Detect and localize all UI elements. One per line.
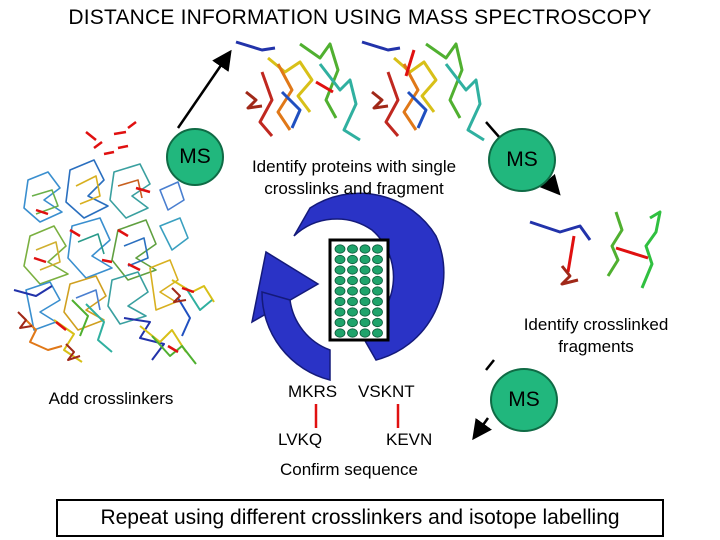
- plate-well: [372, 296, 383, 307]
- label-identify-single: Identify proteins with single crosslinks…: [251, 157, 457, 198]
- plate-well: [372, 317, 383, 328]
- sequence-vsknt: VSKNT: [358, 382, 415, 401]
- plate-well: [359, 275, 371, 286]
- sequence-lvkq: LVKQ: [278, 430, 323, 449]
- protein-top-left: [235, 40, 361, 142]
- plate-well: [347, 265, 358, 275]
- ms-circle-bottom: MS: [490, 368, 558, 432]
- ms-circle-left: MS: [166, 128, 224, 186]
- repeat-box: Repeat using different crosslinkers and …: [56, 499, 664, 537]
- plate-well: [359, 244, 371, 254]
- plate-well: [359, 254, 371, 265]
- crosslinker-dashes: [85, 121, 137, 156]
- plate-well: [372, 286, 383, 296]
- plate-well: [334, 244, 346, 254]
- plate-well: [372, 275, 383, 286]
- plate-well: [359, 317, 371, 328]
- plate-well: [334, 275, 346, 286]
- plate-well: [347, 296, 358, 307]
- plate-well: [347, 275, 358, 286]
- plate-well: [347, 328, 358, 338]
- sequence-kevn: KEVN: [386, 430, 433, 449]
- ms-label: MS: [506, 148, 538, 171]
- plate-well: [359, 265, 371, 275]
- plate-well: [359, 307, 371, 317]
- plate-well: [334, 307, 346, 317]
- sequence-mkrs: MKRS: [288, 382, 338, 401]
- plate-well: [334, 317, 346, 328]
- cycle-arrow: [250, 192, 445, 381]
- plate-well: [372, 244, 383, 254]
- plate-well: [372, 265, 383, 275]
- plate-well: [334, 328, 346, 338]
- plate-well: [347, 307, 358, 317]
- plate-well: [372, 254, 383, 265]
- ms-label: MS: [508, 388, 540, 411]
- label-confirm-sequence: Confirm sequence: [280, 460, 418, 479]
- plate-well: [359, 296, 371, 307]
- plate-well: [372, 328, 383, 338]
- ms-circle-right: MS: [488, 128, 556, 192]
- label-add-crosslinkers: Add crosslinkers: [48, 389, 174, 408]
- plate-well: [347, 286, 358, 296]
- plate-well: [334, 296, 346, 307]
- plate-well: [334, 254, 346, 265]
- crosslinked-fragments: [529, 210, 662, 289]
- plate-well: [359, 286, 371, 296]
- label-identify-crosslinked: Identify crosslinked fragments: [523, 315, 669, 356]
- page-title: DISTANCE INFORMATION USING MASS SPECTROS…: [68, 6, 652, 29]
- sequence-crosslinks: [314, 404, 400, 428]
- plate-well: [372, 307, 383, 317]
- plate-well: [359, 328, 371, 338]
- ms-label: MS: [179, 145, 211, 168]
- protein-top-right: [361, 40, 485, 142]
- plate-well: [347, 254, 358, 265]
- plate-well: [334, 265, 346, 275]
- plate-well: [334, 286, 346, 296]
- plate-well: [347, 317, 358, 328]
- microplate-wells: [334, 244, 383, 338]
- plate-well: [347, 244, 358, 254]
- crosslinks-left: [33, 186, 195, 354]
- repeat-text: Repeat using different crosslinkers and …: [100, 506, 620, 529]
